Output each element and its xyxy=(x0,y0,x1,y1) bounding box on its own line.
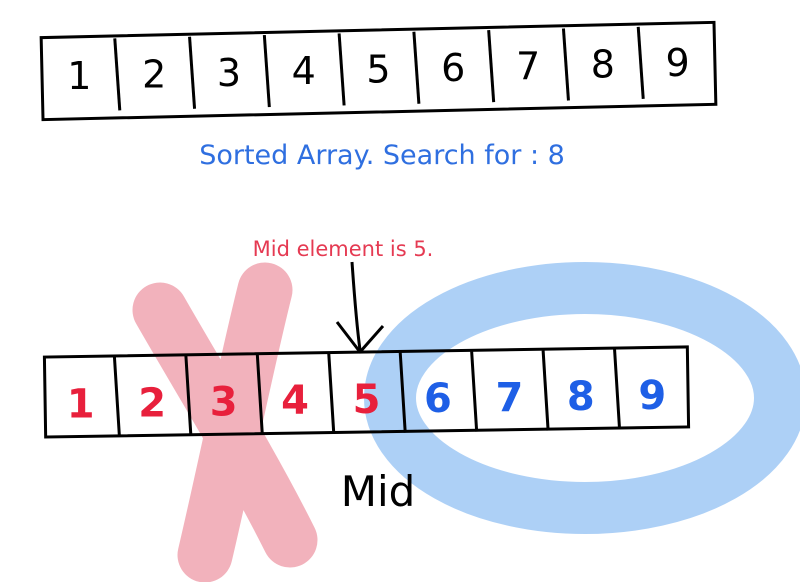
top-array-cell-value: 4 xyxy=(292,49,316,93)
top-array-cell-divider xyxy=(188,36,197,109)
top-array-cell-value: 3 xyxy=(217,51,241,95)
top-array-cell-value: 9 xyxy=(666,41,690,85)
bottom-array-cell-value: 8 xyxy=(567,374,595,420)
bottom-array-cell-divider xyxy=(398,352,407,433)
kept-half-highlight xyxy=(364,262,800,534)
top-array-frame xyxy=(39,20,718,122)
bottom-array-cell-value: 6 xyxy=(424,376,452,422)
top-array-cell-divider xyxy=(487,30,496,103)
bottom-array-cell-value: 4 xyxy=(281,378,309,424)
top-array-cell-value: 1 xyxy=(67,54,91,98)
top-array-cell-value: 2 xyxy=(142,53,166,97)
top-array-cell-divider xyxy=(113,38,122,111)
top-array-cell-divider xyxy=(262,34,271,108)
top-array-cell-divider xyxy=(561,28,570,101)
top-array-cell-value: 8 xyxy=(591,43,615,87)
bottom-array-cell-divider xyxy=(470,351,479,432)
top-array-cell-divider xyxy=(636,26,645,99)
bottom-array-cell-divider xyxy=(184,355,193,436)
top-array-cell-divider xyxy=(412,31,421,104)
top-array-cell-value: 7 xyxy=(516,44,540,88)
bottom-array-cell-value: 3 xyxy=(210,379,238,425)
highlight-layer xyxy=(132,262,800,583)
top-array: 1 2 3 4 5 6 7 8 9 xyxy=(39,20,718,122)
bottom-array-cell-divider xyxy=(112,356,121,438)
bottom-array-frame xyxy=(42,345,691,439)
discarded-half-cross xyxy=(132,262,318,583)
top-array-cell-divider xyxy=(337,33,346,106)
bottom-array-cell-value: 7 xyxy=(495,375,523,421)
top-array-cell-value: 5 xyxy=(366,48,390,92)
mid-element-annotation: Mid element is 5. xyxy=(253,237,434,261)
bottom-array-cell-divider xyxy=(541,350,550,431)
bottom-array-cell-divider xyxy=(255,354,264,435)
bottom-array-cell-divider xyxy=(327,353,336,434)
top-array-cell-value: 6 xyxy=(441,46,465,90)
bottom-array-cell-value: 1 xyxy=(67,381,95,427)
search-caption: Sorted Array. Search for : 8 xyxy=(199,140,565,171)
bottom-array-cell-divider xyxy=(613,349,622,430)
bottom-array-cell-value: 2 xyxy=(138,380,166,426)
mid-label: Mid xyxy=(341,467,416,516)
pointer-arrow xyxy=(335,261,385,354)
bottom-array-cell-value: 5 xyxy=(353,377,381,423)
bottom-array-cell-value: 9 xyxy=(638,373,666,419)
